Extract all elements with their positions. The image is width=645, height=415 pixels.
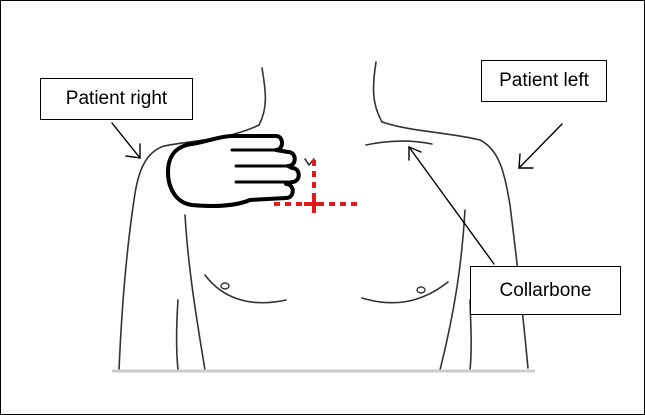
right-inner-arm: [177, 300, 179, 370]
patient-left-label: Patient left: [481, 60, 607, 102]
hand-icon: [168, 136, 299, 206]
collarbone-arrow: [409, 147, 494, 264]
neck-right-outline: [374, 62, 382, 122]
left-torso-outline: [440, 210, 465, 370]
patient-left-arrow: [519, 124, 562, 168]
left-pec-line: [362, 282, 448, 303]
collarbone-label: Collarbone: [470, 266, 621, 315]
right-nipple: [221, 283, 229, 289]
patient-left-text: Patient left: [499, 70, 589, 92]
patient-right-text: Patient right: [66, 88, 167, 110]
neck-left-outline: [259, 68, 265, 125]
left-shoulder-outline: [382, 122, 528, 368]
left-nipple: [417, 287, 425, 293]
left-collarbone: [366, 141, 432, 145]
collarbone-text: Collarbone: [500, 280, 592, 302]
right-torso-outline: [185, 215, 205, 370]
patient-right-label: Patient right: [40, 78, 193, 120]
patient-right-arrow: [112, 123, 140, 158]
right-pec-line: [205, 275, 286, 303]
